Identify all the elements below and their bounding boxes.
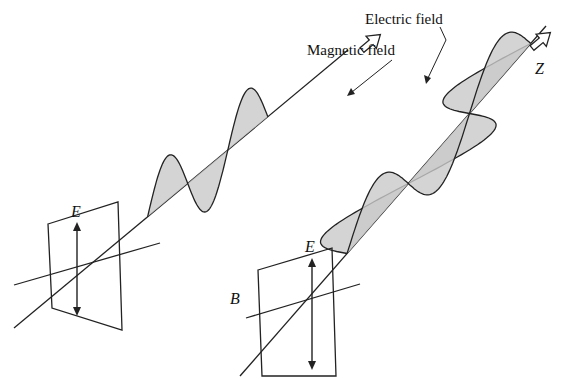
field-symbol: B (229, 290, 241, 308)
field-vector (76, 228, 77, 310)
polarization-plane (258, 248, 336, 376)
field-symbol: E (70, 203, 82, 221)
arrow-head (308, 258, 316, 267)
electric-wave (148, 88, 268, 217)
axis-label: Z (534, 60, 545, 78)
arrow-head (308, 361, 316, 370)
left-wave (14, 50, 348, 328)
electric-wave (347, 32, 531, 253)
leader-line (352, 60, 392, 92)
polarization-plane (48, 202, 122, 330)
field-vector (311, 264, 312, 364)
field-symbol: E (304, 238, 316, 256)
electric-wave-fill (148, 88, 268, 217)
axis-line (14, 243, 160, 285)
arrow-head (347, 88, 355, 96)
field-label: Magnetic field (306, 42, 396, 59)
propagation-axis (14, 50, 348, 328)
axis-line (246, 284, 360, 318)
arrow-head (73, 222, 81, 231)
direction-arrow (527, 26, 556, 54)
arrow-head (424, 75, 431, 84)
propagation-axis (240, 26, 546, 376)
electric-wave-fill (347, 32, 531, 253)
field-label: Electric field (364, 11, 444, 28)
right-wave (240, 26, 546, 376)
leader-line (428, 27, 446, 78)
arrow-head (73, 307, 81, 316)
